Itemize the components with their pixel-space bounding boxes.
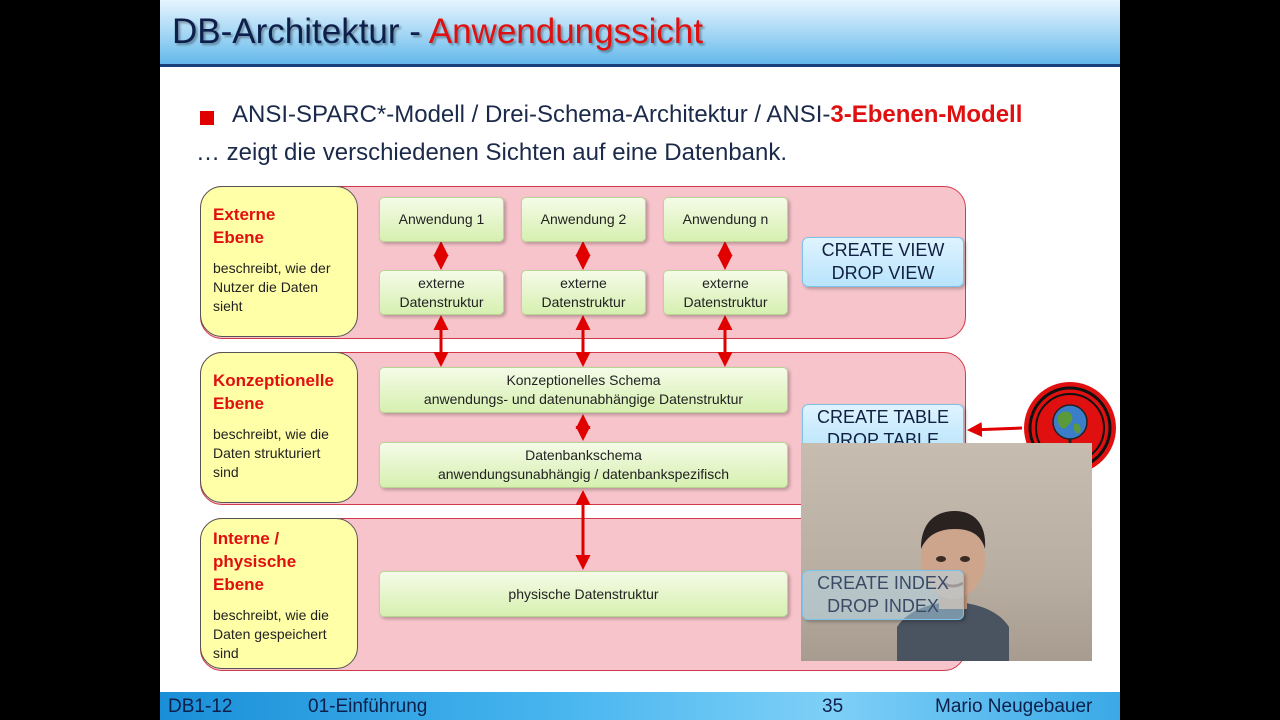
app-box-2: Anwendung 2 [521,197,646,242]
ext-struct-box-1: externe Datenstruktur [379,270,504,315]
create-index-box: CREATE INDEX DROP INDEX [802,570,964,620]
footer: DB1-12 01-Einführung 35 Mario Neugebauer [160,692,1120,720]
footer-chapter: 01-Einführung [308,696,427,718]
arrow-globe-table [970,428,1022,430]
app-box-n: Anwendung n [663,197,788,242]
create-view-box: CREATE VIEW DROP VIEW [802,237,964,287]
conceptual-schema-box: Konzeptionelles Schema anwendungs- und d… [379,367,788,413]
footer-page-number: 35 [822,696,843,718]
footer-author: Mario Neugebauer [935,696,1092,718]
slide: DB-Architektur - Anwendungssicht ANSI-SP… [160,0,1120,720]
db-schema-box: Datenbankschema anwendungsunabhängig / d… [379,442,788,488]
ext-struct-box-2: externe Datenstruktur [521,270,646,315]
ext-struct-box-n: externe Datenstruktur [663,270,788,315]
physical-structure-box: physische Datenstruktur [379,571,788,617]
webcam-overlay: CREATE INDEX DROP INDEX [801,443,1092,661]
app-box-1: Anwendung 1 [379,197,504,242]
footer-course-code: DB1-12 [168,696,232,718]
